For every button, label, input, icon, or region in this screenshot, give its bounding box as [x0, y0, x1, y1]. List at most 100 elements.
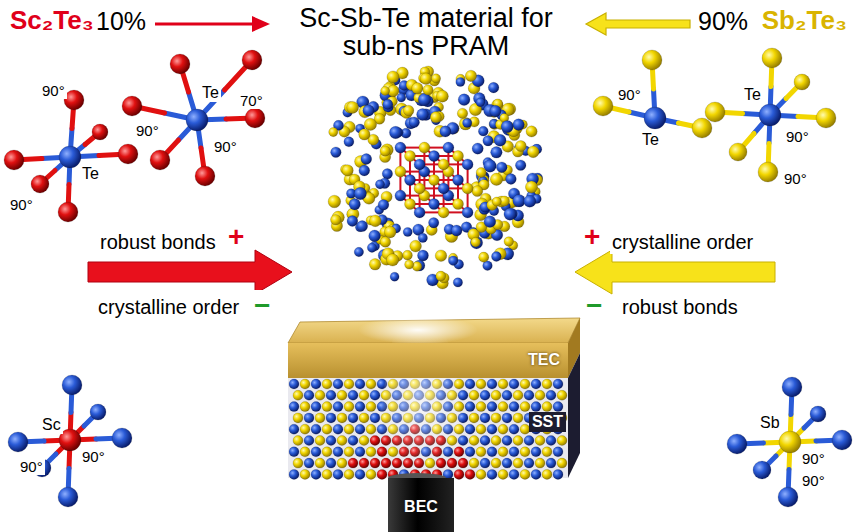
- device-atom: [553, 379, 563, 389]
- text-label: −: [584, 290, 604, 322]
- atom: [478, 126, 488, 136]
- device-atom: [469, 458, 479, 468]
- device-atom: [311, 379, 321, 389]
- atom: [778, 487, 798, 507]
- device-atom: [311, 424, 321, 434]
- device-atom: [509, 447, 519, 457]
- atom: [463, 118, 472, 127]
- text-label: crystalline order: [96, 296, 241, 319]
- device-atom: [344, 469, 354, 479]
- device-atom: [498, 379, 508, 389]
- device-atom: [531, 447, 541, 457]
- device-atom: [487, 469, 497, 479]
- device-atom: [366, 379, 376, 389]
- device-atom: [487, 447, 497, 457]
- central-atom: [759, 104, 781, 126]
- atom: [524, 195, 536, 207]
- device-atom: [465, 402, 475, 412]
- atom: [354, 247, 363, 256]
- atom: [405, 260, 414, 269]
- text-label: Te: [80, 165, 101, 183]
- device-atom: [289, 469, 299, 479]
- device-atom: [491, 436, 501, 446]
- device-atom: [337, 390, 347, 400]
- device-atom: [491, 390, 501, 400]
- device-atom: [476, 379, 486, 389]
- device-atom: [498, 424, 508, 434]
- device-atom: [348, 413, 358, 423]
- lattice-atom: [429, 199, 440, 210]
- device-atom: [289, 424, 299, 434]
- device-atom: [293, 436, 303, 446]
- text-label: 90°: [616, 86, 643, 103]
- atom: [386, 254, 398, 266]
- lattice-atom: [429, 175, 440, 186]
- device-atom: [487, 402, 497, 412]
- atom: [642, 50, 662, 70]
- text-label: Te: [640, 131, 661, 149]
- device-atom: [520, 447, 530, 457]
- device-atom: [355, 424, 365, 434]
- device-atom: [311, 469, 321, 479]
- lattice-atom: [462, 183, 473, 194]
- device-atom: [557, 390, 567, 400]
- atom: [170, 54, 190, 74]
- atom: [403, 105, 414, 116]
- device-atom: [344, 402, 354, 412]
- device-atom: [326, 436, 336, 446]
- atom: [384, 226, 396, 238]
- device-atom: [557, 436, 567, 446]
- atom: [472, 186, 483, 197]
- atom: [513, 194, 526, 207]
- text-label: robust bonds: [98, 231, 218, 254]
- atom: [4, 150, 24, 170]
- device-atom: [333, 424, 343, 434]
- atom: [832, 430, 852, 450]
- device-atom: [546, 458, 556, 468]
- atom: [490, 173, 502, 185]
- device-atom: [300, 402, 310, 412]
- text-label: Te: [742, 86, 763, 104]
- lattice-atom: [414, 159, 425, 170]
- device-atom: [535, 436, 545, 446]
- text-label: Sc₂Te₃: [8, 6, 96, 36]
- atom: [484, 216, 496, 228]
- device-atom: [348, 390, 358, 400]
- device-atom: [348, 436, 358, 446]
- lattice-atom: [453, 175, 464, 186]
- text-label: robust bonds: [620, 296, 740, 319]
- atom: [92, 124, 108, 140]
- atom: [354, 187, 366, 199]
- atom: [359, 165, 370, 176]
- device-atom: [502, 458, 512, 468]
- device-atom: [491, 458, 501, 468]
- text-label: −: [252, 290, 272, 322]
- device-atom: [480, 413, 490, 423]
- text-label: +: [226, 221, 246, 253]
- title: Sc-Sb-Te material for sub-ns PRAM: [295, 4, 557, 60]
- atom: [331, 147, 342, 158]
- atom: [363, 105, 374, 116]
- layer-label: SST: [529, 412, 566, 432]
- device-atom: [542, 469, 552, 479]
- text-label: Te: [200, 84, 221, 102]
- atom: [816, 108, 836, 128]
- atom: [347, 216, 358, 227]
- device-atom: [542, 379, 552, 389]
- device-atom: [498, 402, 508, 412]
- central-atom: [59, 146, 81, 168]
- atom: [410, 240, 422, 252]
- device-atom: [355, 379, 365, 389]
- big-arrow: [88, 250, 292, 294]
- atom: [593, 96, 613, 116]
- atom: [329, 128, 338, 137]
- lattice-atom: [395, 166, 406, 177]
- atom: [491, 147, 503, 159]
- device-atom: [322, 424, 332, 434]
- atom: [90, 404, 106, 420]
- device-atom: [300, 469, 310, 479]
- central-atom: [779, 431, 801, 453]
- device-atom: [289, 447, 299, 457]
- device-atom: [337, 413, 347, 423]
